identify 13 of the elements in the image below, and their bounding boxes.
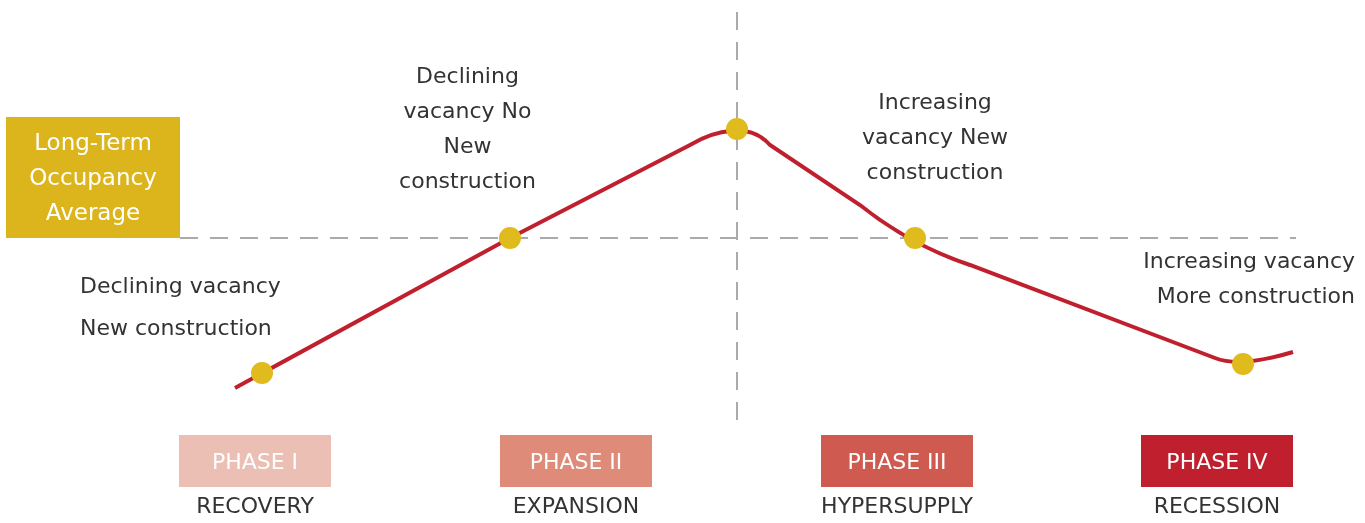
phase-description: Declining vacancy No New construction: [398, 62, 537, 195]
phase-box: PHASE II: [500, 435, 652, 487]
phase-name: RECOVERY: [195, 493, 315, 518]
phase-name: RECESSION: [1152, 493, 1282, 518]
phase-description: Declining vacancy New construction: [80, 272, 282, 342]
phase-description: Increasing vacancy More construction: [1142, 247, 1355, 310]
average-label-box: Long-Term Occupancy Average: [6, 117, 180, 238]
phase-box: PHASE IV: [1141, 435, 1293, 487]
phase-description: Increasing vacancy New construction: [860, 88, 1010, 186]
phase-name: EXPANSION: [511, 493, 641, 518]
phase-box: PHASE III: [821, 435, 973, 487]
phase-name: HYPERSUPPLY: [820, 493, 974, 518]
phase-box: PHASE I: [179, 435, 331, 487]
